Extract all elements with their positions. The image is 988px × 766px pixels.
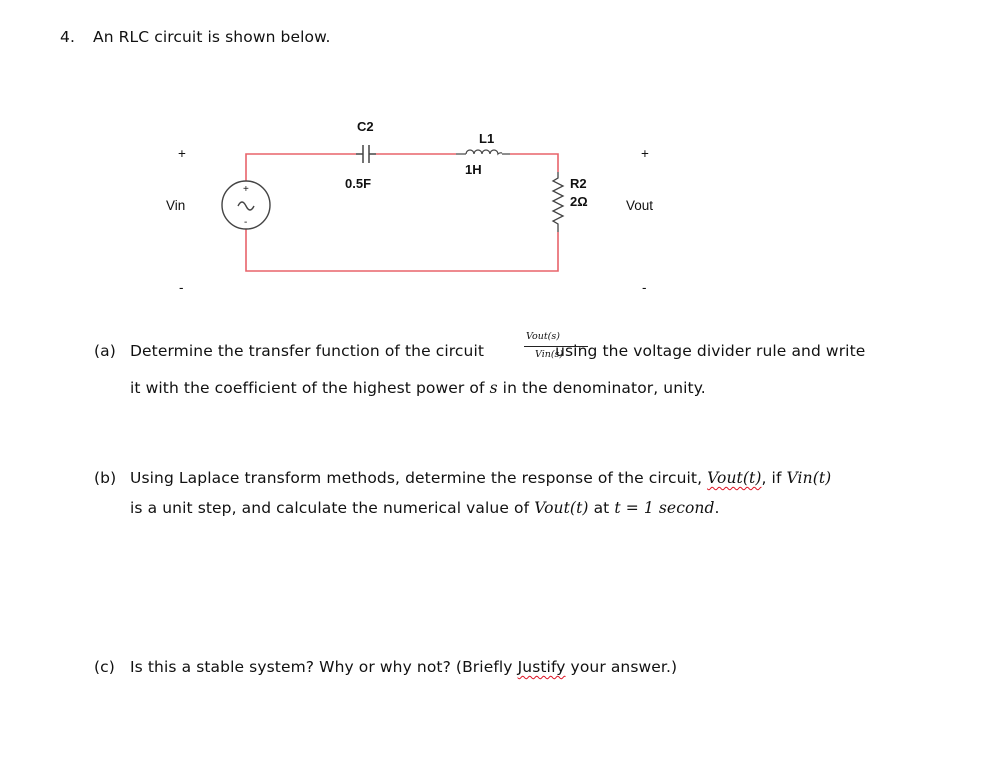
part-b-vout-t-2: Vout(t): [534, 499, 589, 517]
source-minus-mark: -: [244, 217, 247, 228]
part-b-vin-t: Vin(t): [786, 469, 832, 487]
inductor-value-label: 1H: [465, 162, 482, 177]
vout-minus-sign: -: [642, 280, 647, 295]
part-c-text: Is this a stable system? Why or why not?…: [130, 658, 677, 676]
part-a-line2: it with the coefficient of the highest p…: [130, 379, 706, 397]
part-a-line2-before: it with the coefficient of the highest p…: [130, 379, 490, 397]
vin-plus-sign: +: [178, 146, 186, 161]
part-b-line1-mid: , if: [761, 469, 787, 487]
part-b-vout-t: Vout(t): [707, 469, 762, 487]
wire-bottom-return: [245, 229, 559, 272]
transfer-fraction-bar: [524, 346, 588, 347]
transfer-fraction-numerator: Vout(s): [526, 331, 560, 342]
part-a-line1-after: using the voltage divider rule and write: [555, 342, 866, 360]
wire-source-to-capacitor: [245, 153, 356, 181]
rlc-circuit-diagram: C2 0.5F L1 1H R2 2Ω Vin Vout + - + - + -: [166, 119, 653, 295]
wire-inductor-to-resistor: [510, 153, 559, 172]
question-number: 4.: [60, 28, 75, 46]
inductor-name-label: L1: [479, 131, 494, 146]
part-a-line2-after: in the denominator, unity.: [497, 379, 706, 397]
part-a-marker: (a): [94, 342, 116, 360]
part-b-line2-before: is a unit step, and calculate the numeri…: [130, 499, 535, 517]
part-b-line1: Using Laplace transform methods, determi…: [130, 469, 831, 487]
part-a-line1-before: Determine the transfer function of the c…: [130, 342, 490, 360]
part-b-one-second: = 1 second: [620, 499, 715, 517]
ac-voltage-source: [221, 180, 271, 230]
part-b-marker: (b): [94, 469, 117, 487]
vin-label: Vin: [166, 198, 185, 213]
vout-plus-sign: +: [641, 146, 649, 161]
part-a-line1: Determine the transfer function of the c…: [130, 342, 865, 360]
vout-label: Vout: [626, 198, 653, 213]
capacitor-value-label: 0.5F: [345, 176, 371, 191]
resistor-name-label: R2: [570, 176, 587, 191]
part-b-line1-before: Using Laplace transform methods, determi…: [130, 469, 708, 487]
inductor-l1: [456, 149, 510, 156]
circuit-wires: [245, 153, 559, 272]
part-c-text-after: your answer.): [565, 658, 678, 676]
transfer-fraction-denominator: Vin(s): [535, 349, 564, 360]
part-a-variable-s: s: [489, 379, 498, 397]
part-b-line2-mid: at: [588, 499, 615, 517]
part-b-line2: is a unit step, and calculate the numeri…: [130, 499, 720, 517]
question-intro: An RLC circuit is shown below.: [93, 28, 331, 46]
capacitor-c2: [356, 145, 376, 163]
part-b-line2-end: .: [714, 499, 720, 517]
part-c-justify-word: Justify: [517, 658, 566, 676]
part-c-marker: (c): [94, 658, 115, 676]
part-b-t: t: [614, 499, 621, 517]
vin-minus-sign: -: [179, 280, 184, 295]
capacitor-name-label: C2: [357, 119, 374, 134]
resistor-value-label: 2Ω: [570, 194, 588, 209]
part-c-text-before: Is this a stable system? Why or why not?…: [130, 658, 518, 676]
source-plus-mark: +: [243, 184, 249, 195]
resistor-r2: [551, 172, 565, 232]
